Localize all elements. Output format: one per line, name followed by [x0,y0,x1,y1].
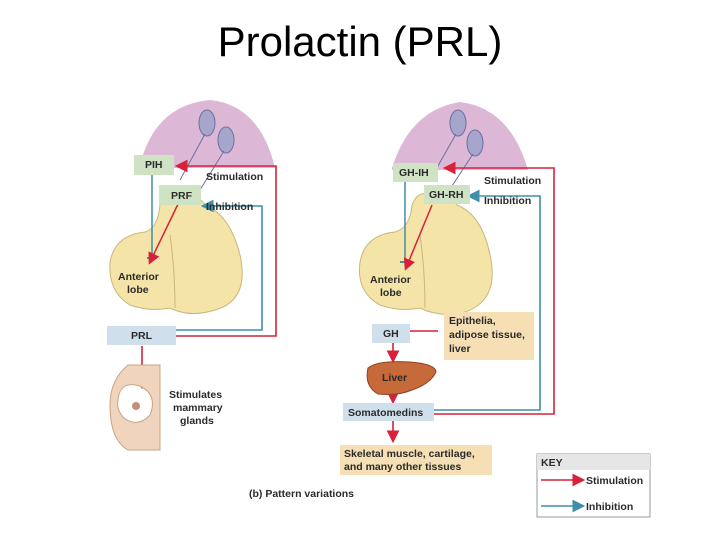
prl-box [107,326,176,345]
key-title: KEY [541,457,563,469]
right-stimulation-label: Stimulation [484,175,541,187]
breast-illustration [109,364,161,451]
gh-box [372,324,410,343]
prl-label: PRL [131,330,153,342]
key-legend: KEY Stimulation Inhibition [536,453,651,518]
stimulates-label-2: mammary [173,402,223,414]
somatomedins-box [343,403,434,421]
epithelia-label-1: Epithelia, [449,315,496,327]
target-tissues-box [444,312,534,360]
ghrh-box [424,185,470,204]
key-stimulation-label: Stimulation [586,475,643,487]
left-neurons [179,109,235,191]
gh-label: GH [383,328,399,340]
right-anterior-label-2: lobe [380,287,402,299]
right-anterior-label-1: Anterior [370,274,411,286]
somatomedins-label: Somatomedins [348,407,423,419]
ghih-box [393,163,438,182]
right-inhibition-label: Inhibition [484,195,531,207]
key-inhibition-label: Inhibition [586,501,633,513]
skeletal-box [340,445,492,475]
right-panel: GH-IH GH-RH Stimulation Inhibition Anter… [340,102,555,475]
pih-box [134,155,174,175]
pih-label: PIH [145,159,163,171]
left-anterior-label-1: Anterior [118,271,159,283]
skeletal-label-1: Skeletal muscle, cartilage, [344,448,475,460]
liver-illustration [366,361,437,395]
stimulates-label-3: glands [180,415,214,427]
left-stimulation-label: Stimulation [206,171,263,183]
epithelia-label-3: liver [449,343,471,355]
prf-box [159,185,201,205]
right-neurons [429,109,484,193]
page-title: Prolactin (PRL) [217,18,503,65]
figure-caption: (b) Pattern variations [249,488,354,500]
skeletal-label-2: and many other tissues [344,461,461,473]
ghrh-label: GH-RH [429,189,463,201]
liver-label: Liver [382,372,407,384]
prf-label: PRF [171,190,193,202]
ghih-label: GH-IH [399,167,429,179]
epithelia-label-2: adipose tissue, [449,329,525,341]
left-anterior-label-2: lobe [127,284,149,296]
left-panel: PIH PRF Stimulation Inhibition Anterior … [107,100,277,451]
left-inhibition-label: Inhibition [206,201,253,213]
stimulates-label-1: Stimulates [169,389,222,401]
